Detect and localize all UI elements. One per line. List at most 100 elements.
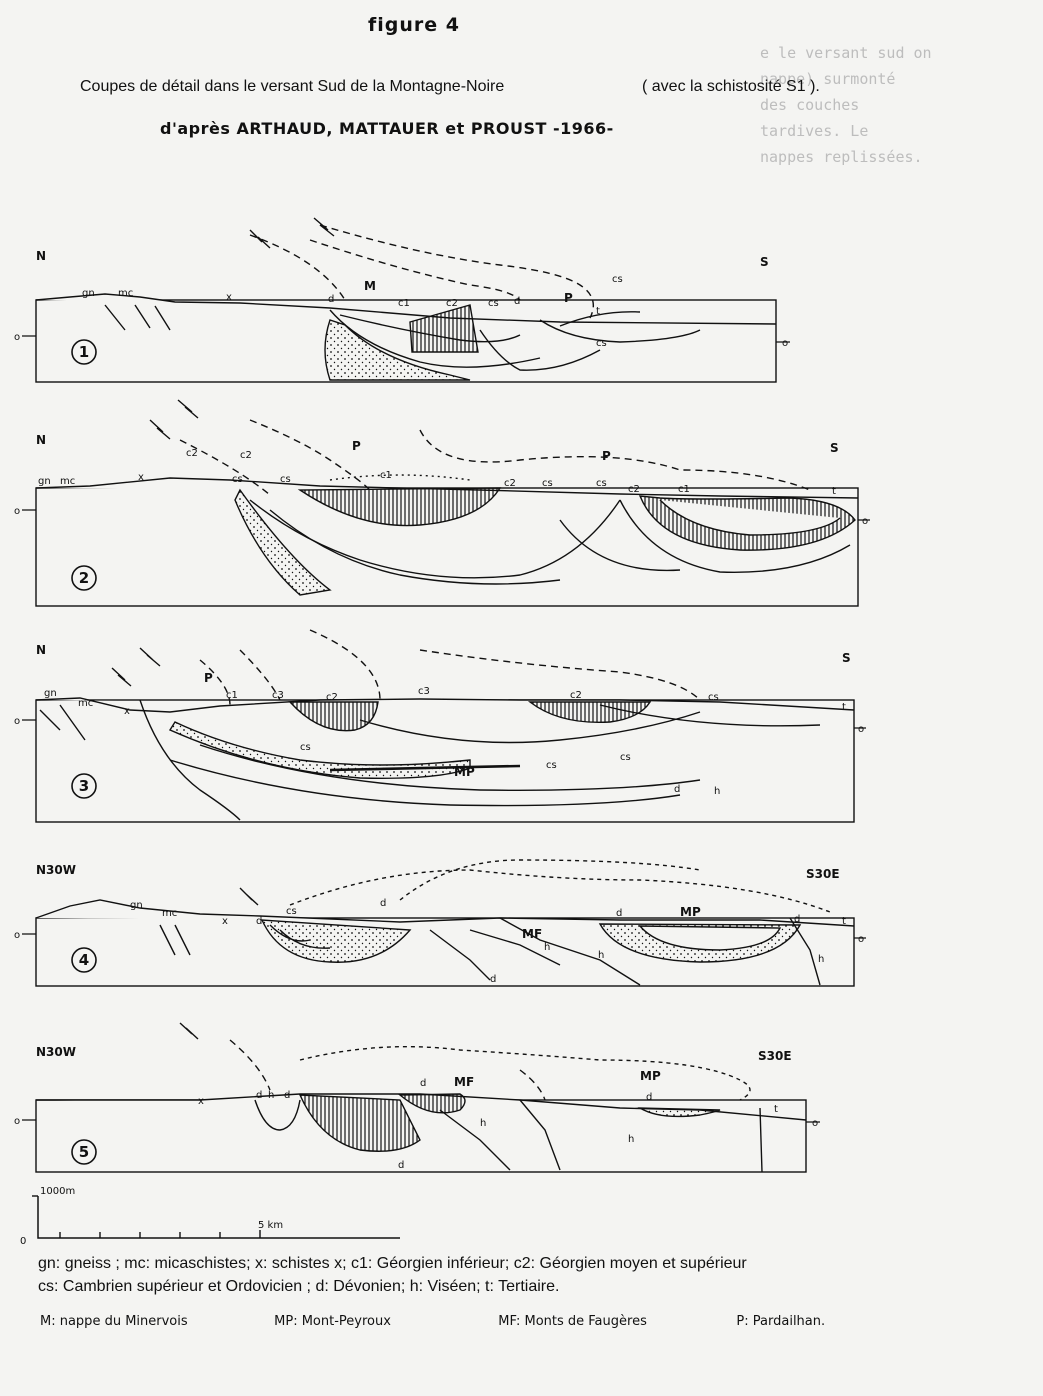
section-2-fold xyxy=(269,509,561,585)
section-2-zero-ticks xyxy=(22,509,870,521)
section-4-dotted-layer-left xyxy=(260,919,412,963)
section-5-unit-label: d xyxy=(256,1090,262,1101)
section-4-unit-label: cs xyxy=(286,906,297,917)
section-1-unit-label: d xyxy=(328,294,334,305)
section-3-fold xyxy=(169,759,681,807)
scale-ticks xyxy=(59,1230,261,1238)
section-3-unit-label: c2 xyxy=(326,692,338,703)
ghost-line: nappe) surmonté xyxy=(760,70,896,88)
section-2-unit-label: c2 xyxy=(186,448,198,459)
section-1-left-orientation: N xyxy=(36,249,46,263)
section-3-unit-label: cs xyxy=(620,752,631,763)
section-1-fold xyxy=(479,329,601,371)
section-3-unit-label: x xyxy=(124,706,130,717)
section-4-unit-label: d xyxy=(616,908,622,919)
section-3-c2-hatch-left xyxy=(288,701,379,732)
section-1-fold xyxy=(339,314,521,343)
section-3-shear-arrows xyxy=(111,667,132,687)
section-1-number: 1 xyxy=(79,343,89,361)
section-5-number: 5 xyxy=(79,1143,89,1161)
section-5-unit-label: d xyxy=(284,1090,290,1101)
section-1-unit-label: x xyxy=(226,292,232,303)
legend: gn: gneiss ; mc: micaschistes; x: schist… xyxy=(38,1252,1028,1298)
section-3-number-circle xyxy=(71,773,97,799)
scale-bar xyxy=(32,1195,400,1239)
section-4-shear-arrows xyxy=(239,887,259,906)
scale-zero-label: 0 xyxy=(20,1236,26,1247)
section-4-unit-label: d xyxy=(794,914,800,925)
section-3-unit-label: c1 xyxy=(226,690,238,701)
section-3-zero-right: o xyxy=(858,724,864,735)
figure-subtitle: Coupes de détail dans le versant Sud de … xyxy=(80,78,820,96)
section-5-unit-label: MF xyxy=(454,1075,474,1089)
section-5-hatched-folds xyxy=(298,1094,421,1152)
section-3-nappe-trace xyxy=(239,649,281,701)
section-1-shear-arrows xyxy=(313,217,335,237)
section-2-zero-right: o xyxy=(862,516,868,527)
section-1-zero-ticks xyxy=(22,335,790,343)
section-3-frame xyxy=(35,699,855,823)
section-4-nappe-trace xyxy=(289,869,831,913)
section-1-unit-label: mc xyxy=(118,288,133,299)
section-2-number-circle xyxy=(71,565,97,591)
section-4-unit-label: MF xyxy=(522,927,542,941)
section-5-unit-label: d xyxy=(646,1092,652,1103)
section-2-surface xyxy=(35,477,859,499)
section-2-unit-label: mc xyxy=(60,476,75,487)
section-2-unit-label: c2 xyxy=(504,478,516,489)
reference-line: d'après ARTHAUD, MATTAUER et PROUST -196… xyxy=(160,119,614,138)
section-2-unit-label: x xyxy=(138,472,144,483)
section-4-unit-label: x xyxy=(222,916,228,927)
section-2-unit-label: cs xyxy=(542,478,553,489)
section-4-number: 4 xyxy=(79,951,89,969)
section-4-right-orientation: S30E xyxy=(806,867,840,881)
section-1-fold xyxy=(559,311,641,327)
section-2 xyxy=(35,399,859,607)
legend-line-2: cs: Cambrien supérieur et Ordovicien ; d… xyxy=(38,1278,560,1295)
section-3-nappe-trace xyxy=(419,649,701,701)
section-1-surface xyxy=(35,293,777,325)
section-5-nappe-trace xyxy=(519,1069,546,1101)
section-3-nappe-trace xyxy=(309,629,381,701)
section-3-fold xyxy=(199,744,701,791)
section-2-fold xyxy=(619,499,851,573)
section-4-unit-label: h xyxy=(598,950,604,961)
subtitle-note: ( avec la schistosité S1 ). xyxy=(642,78,820,95)
section-3-zero-left: o xyxy=(14,716,20,727)
section-4-fault xyxy=(789,917,821,986)
section-2-unit-label: P xyxy=(602,449,611,463)
section-2-nappe-trace xyxy=(249,419,371,491)
abbreviation-mf: MF: Monts de Faugères xyxy=(498,1314,647,1329)
section-1-unit-label: cs xyxy=(612,274,623,285)
section-5-fold xyxy=(254,1099,301,1131)
section-4-unit-label: gn xyxy=(130,900,143,911)
section-3-dotted-layer xyxy=(168,721,471,779)
section-1-dotted-layer xyxy=(324,319,471,381)
section-3-unit-label: h xyxy=(714,786,720,797)
ghost-line: des couches xyxy=(760,96,860,114)
section-1-unit-label: M xyxy=(364,279,376,293)
abbreviation-p: P: Pardailhan. xyxy=(736,1314,826,1329)
section-4-zero-left: o xyxy=(14,930,20,941)
section-1-nappe-trace xyxy=(319,224,594,319)
section-1-nappe-trace xyxy=(249,234,346,301)
section-4-unit-label: MP xyxy=(680,905,701,919)
section-5-unit-label: h xyxy=(268,1090,274,1101)
section-5 xyxy=(35,1022,807,1173)
section-4-unit-label: mc xyxy=(162,908,177,919)
section-1-foliation xyxy=(104,304,171,331)
section-3-unit-label: t xyxy=(842,702,846,713)
section-2-shear-arrows xyxy=(177,399,199,419)
section-2-left-orientation: N xyxy=(36,433,46,447)
section-5-unit-label: d xyxy=(420,1078,426,1089)
section-3-unit-label: c3 xyxy=(418,686,430,697)
section-5-fault xyxy=(439,1109,511,1171)
section-4-fault xyxy=(429,929,491,981)
section-3-nappe-trace xyxy=(199,659,231,706)
section-4-core xyxy=(638,925,782,951)
section-4-surface xyxy=(35,899,855,927)
section-1-unit-label: c2 xyxy=(446,298,458,309)
section-5-unit-label: h xyxy=(628,1134,634,1145)
section-1-fold xyxy=(329,309,541,368)
section-2-number: 2 xyxy=(79,569,89,587)
